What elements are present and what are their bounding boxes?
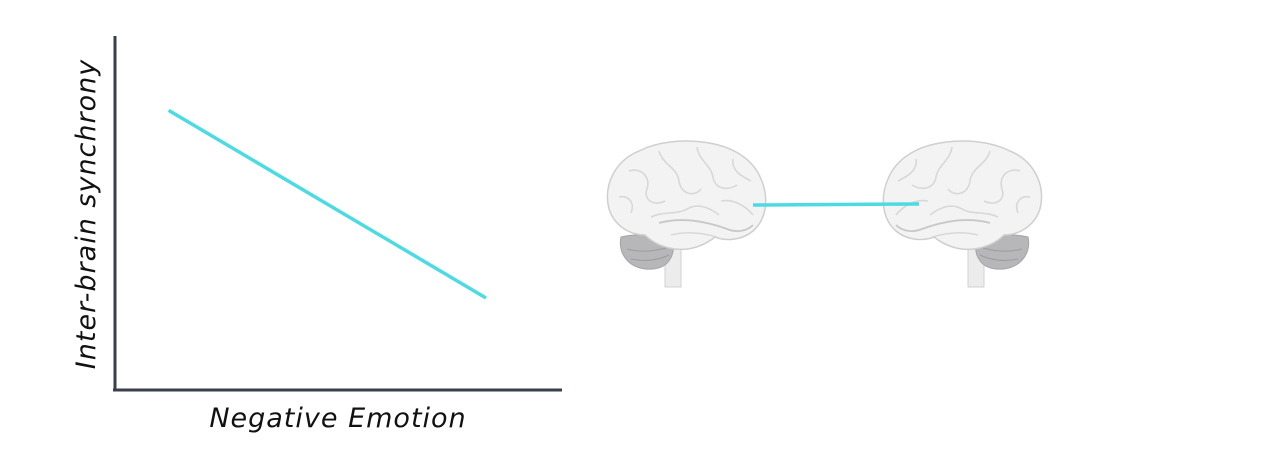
y-axis-label: Inter-brain synchrony [71,59,102,369]
x-axis-label: Negative Emotion [209,403,466,434]
brain-icon [606,140,767,288]
series-layer [167,108,487,300]
trend-line [167,108,487,300]
inter-brain-link [752,202,920,207]
line-chart: Negative Emotion Inter-brain synchrony [71,36,562,434]
brain-icon [882,140,1043,288]
